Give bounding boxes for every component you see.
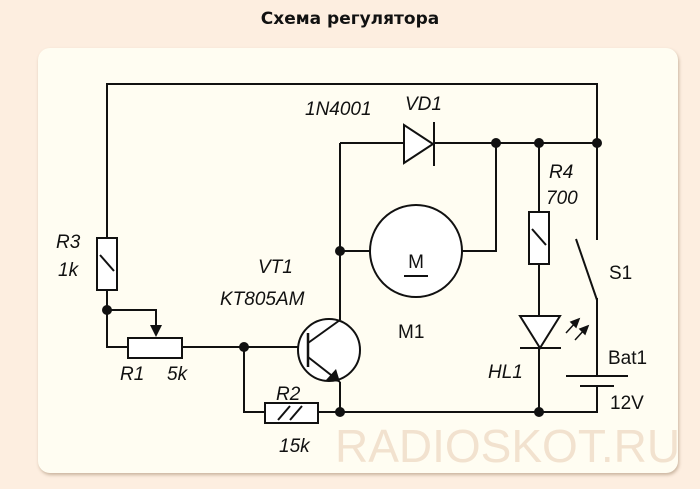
- wire-bottom-rail: [340, 386, 598, 413]
- diode-part-label: 1N4001: [305, 99, 372, 120]
- battery-bat1: [566, 375, 628, 387]
- switch-s1: [575, 238, 598, 301]
- schematic-panel: [38, 48, 678, 473]
- r2-value-label: 15k: [279, 436, 311, 457]
- junctions: [102, 138, 602, 417]
- junction: [239, 342, 249, 352]
- transistor-ref-label: VT1: [258, 257, 293, 278]
- watermark: RADIOSKOT.RU: [335, 420, 680, 472]
- light-rays-icon: [565, 317, 590, 341]
- led-hl1: [518, 315, 590, 350]
- junction: [534, 138, 544, 148]
- diode-vd1: [403, 122, 435, 166]
- junction: [592, 138, 602, 148]
- wires: [106, 83, 598, 413]
- wire-motor-right: [462, 143, 497, 252]
- wire-r1-wiper: [107, 309, 157, 325]
- battery-value-label: 12V: [610, 393, 644, 414]
- junction: [491, 138, 501, 148]
- r2-ref-label: R2: [276, 384, 301, 405]
- junction: [102, 305, 112, 315]
- r4-value-label: 700: [546, 188, 578, 209]
- transistor-vt1: [297, 318, 361, 383]
- resistor-r3: [96, 237, 118, 291]
- r1-ref-label: R1: [120, 364, 144, 385]
- transistor-part-label: KT805AM: [220, 289, 305, 310]
- junction: [534, 407, 544, 417]
- motor-symbol: M: [408, 252, 424, 273]
- r3-ref-label: R3: [56, 232, 81, 253]
- switch-ref-label: S1: [609, 263, 632, 284]
- potentiometer-r1: [127, 325, 183, 359]
- led-ref-label: HL1: [488, 362, 523, 383]
- r4-ref-label: R4: [549, 162, 573, 183]
- resistor-r4: [528, 211, 550, 265]
- battery-ref-label: Bat1: [608, 348, 647, 369]
- motor-ref-label: M1: [398, 322, 424, 343]
- r1-value-label: 5k: [167, 364, 189, 385]
- junction: [335, 407, 345, 417]
- wire-r3-r1: [106, 290, 128, 348]
- junction: [335, 246, 345, 256]
- r3-value-label: 1k: [58, 260, 80, 281]
- wire-top-rail: [106, 83, 598, 238]
- resistor-r2: [264, 402, 319, 424]
- diode-ref-label: VD1: [405, 94, 442, 115]
- wire-r2-left: [243, 347, 265, 413]
- motor-m1: [369, 204, 463, 298]
- page-title: Схема регулятора: [260, 9, 440, 29]
